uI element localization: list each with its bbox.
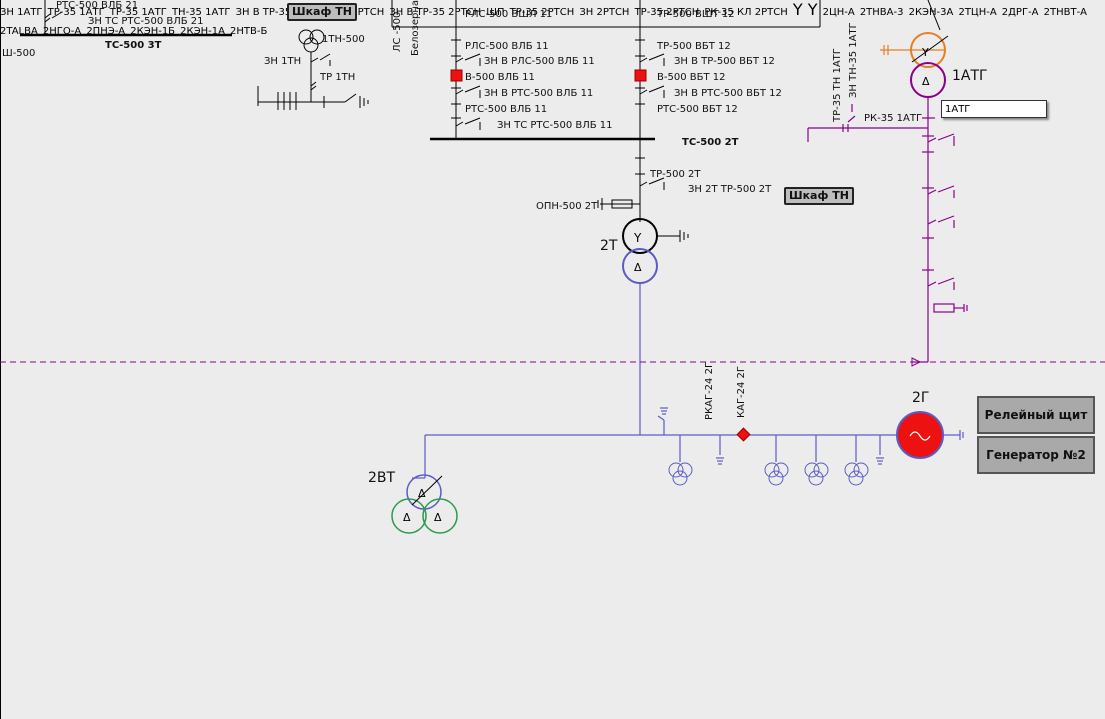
transformer-ken3a: Y Y xyxy=(792,0,818,19)
tn1-500-assembly xyxy=(257,29,369,110)
label-tr1tn: ТР 1ТН xyxy=(319,72,355,83)
label-znv-tr35-2rtsn: ЗН В ТР-35 2РТСН xyxy=(389,7,482,18)
label-zn1atg: ЗН 1АТГ xyxy=(0,7,43,18)
label-znv-rls500-vlb11: ЗН В РЛС-500 ВЛБ 11 xyxy=(484,56,595,67)
atg-35kv-area xyxy=(0,97,1105,363)
label-tnva3: 2ТНВА-3 xyxy=(859,7,904,18)
relay-panel-button[interactable]: Релейный щит xyxy=(977,396,1095,434)
label-zn1tn: ЗН 1ТН xyxy=(264,56,301,67)
label-pne2a: 2ПНЭ-А xyxy=(86,26,126,37)
label-kag24-2g: КАГ-24 2Г xyxy=(736,366,747,418)
tooltip-1atg: 1АТГ xyxy=(941,100,1047,118)
svg-text:Δ: Δ xyxy=(922,75,930,88)
label-tn35-1atg: ТН-35 1АТГ xyxy=(171,7,231,18)
label-sh500: Ш-500 xyxy=(2,48,35,59)
label-1tn500: 1ТН-500 xyxy=(322,34,365,45)
label-drg2a: 2ДРГ-А xyxy=(1001,7,1039,18)
generator-2-button[interactable]: Генератор №2 xyxy=(977,436,1095,474)
label-belozernaya: Белозерная xyxy=(410,0,421,56)
tn-group-generator xyxy=(668,462,869,486)
generator-2g[interactable] xyxy=(896,411,944,459)
label-rls500-vlb11: РЛС-500 ВЛБ 11 xyxy=(465,41,549,52)
label-ken3a: 2КЭН-3А xyxy=(908,7,954,18)
breaker-b500-vbt12[interactable] xyxy=(634,69,647,82)
label-tnvt2a: 2ТНВТ-А xyxy=(1043,7,1088,18)
label-tr35-1atg-b: ТР-35 1АТГ xyxy=(109,7,167,18)
label-zn2t-tr500-2t: ЗН 2Т ТР-500 2Т xyxy=(688,184,772,195)
label-zn-ts-rts500-vlb21: ЗН ТС РТС-500 ВЛБ 21 xyxy=(88,16,204,27)
breaker-b35-2rtsn[interactable]: В-35 2РТСН ЗН В ТР-35 2РТСН ШП ТР-35 2РТ… xyxy=(0,0,1095,474)
label-znv-rts500-vlb11: ЗН В РТС-500 ВЛБ 11 xyxy=(484,88,593,99)
label-ntv2b: 2НТВ-Б xyxy=(230,26,268,37)
bus-ts500-3t-area xyxy=(0,0,232,719)
label-zn-2rtsn: ЗН 2РТСН xyxy=(579,7,630,18)
svg-text:Δ: Δ xyxy=(418,487,426,500)
label-rkag24-2g: РКАГ-24 2Г xyxy=(704,362,715,420)
label-2vt: 2ВТ xyxy=(368,470,396,486)
label-talva2: 2TALBA xyxy=(0,26,38,37)
switch-kag24-2g[interactable] xyxy=(736,427,751,442)
svg-text:Δ: Δ xyxy=(403,511,411,524)
label-znv-tr35-1atg: ЗН В ТР-35 1АТГ xyxy=(235,7,320,18)
svg-text:Δ: Δ xyxy=(634,261,642,274)
label-znv-rts500-vbt12: ЗН В РТС-500 ВБТ 12 xyxy=(674,88,782,99)
label-tr35-1atg-a: ТР-35 1АТГ xyxy=(47,7,105,18)
generator-bus xyxy=(412,283,964,479)
orange-line xyxy=(880,32,946,68)
tn-cabinet-1[interactable]: Шкаф ТН xyxy=(287,3,357,21)
label-b500-vlb11: В-500 ВЛБ 11 xyxy=(465,72,535,83)
label-rts500-vlb21: РТС-500 ВЛБ 21 xyxy=(56,0,138,11)
feeder-vbt12 xyxy=(597,0,665,222)
autotransformer-1atg[interactable]: Y Δ xyxy=(910,0,949,98)
label-tr500-2t: ТР-500 2Т xyxy=(649,169,701,180)
label-zn-tn35-1atg: ЗН ТН-35 1АТГ xyxy=(848,22,859,98)
label-ts500-3t: ТС-500 3Т xyxy=(105,40,162,51)
label-opn500-2t: ОПН-500 2Т xyxy=(536,201,598,212)
label-rk35-kl-2rtsn: РК-35 КЛ 2РТСН xyxy=(704,7,788,18)
tn-cabinet-2[interactable]: Шкаф ТН xyxy=(784,187,854,205)
transformer-2vt[interactable]: Δ Δ Δ xyxy=(391,474,458,534)
transformer-2t[interactable]: Y Δ xyxy=(622,218,689,284)
label-ken1a: 2КЭН-1А xyxy=(180,26,225,37)
label-tr35-2rtsn-b: ТР-35 2РТСН xyxy=(634,7,700,18)
label-ngo2a: 2НГО-А xyxy=(42,26,82,37)
label-tsn2a-b: 2ТЦН-А xyxy=(958,7,997,18)
svg-text:Y: Y xyxy=(633,231,642,245)
label-zn-ts-rts500-vlb11: ЗН ТС РТС-500 ВЛБ 11 xyxy=(497,120,613,131)
label-tr35-2rtsn: ТР-35 2РТСН xyxy=(509,7,575,18)
svg-text:Δ: Δ xyxy=(434,511,442,524)
label-rls500-vshl11: РЛС-500 ВШЛ 11 xyxy=(465,9,552,20)
label-znv-tr500-vbt12: ЗН В ТР-500 ВБТ 12 xyxy=(674,56,775,67)
label-rts500-vbt12: РТС-500 ВБТ 12 xyxy=(657,104,738,115)
label-ken1b: 2КЭН-1Б xyxy=(130,26,176,37)
label-rts500-vlb11: РТС-500 ВЛБ 11 xyxy=(465,104,547,115)
breaker-b500-vlb11[interactable] xyxy=(450,69,463,82)
label-ts500-2t: ТС-500 2Т xyxy=(682,137,739,148)
label-tr35-tn-1atg: ТР-35 ТН 1АТГ xyxy=(832,48,843,123)
label-tr500-vsht12: ТР-500 ВШТ 12 xyxy=(656,9,735,20)
label-1atg: 1АТГ xyxy=(952,68,988,84)
arrow-35kv xyxy=(911,357,922,367)
label-2g: 2Г xyxy=(912,390,929,406)
label-2t: 2Т xyxy=(600,238,618,254)
label-tr500-vbt12: ТР-500 ВБТ 12 xyxy=(656,41,731,52)
label-tsn2a: 2ЦН-А xyxy=(822,7,855,18)
label-b500-vbt12: В-500 ВБТ 12 xyxy=(657,72,725,83)
label-ls500: ЛС -500 xyxy=(392,12,403,52)
label-rk35-1atg: РК-35 1АТГ xyxy=(864,113,922,124)
svg-text:Y: Y xyxy=(921,46,929,59)
label-shp: ШП xyxy=(486,7,505,18)
